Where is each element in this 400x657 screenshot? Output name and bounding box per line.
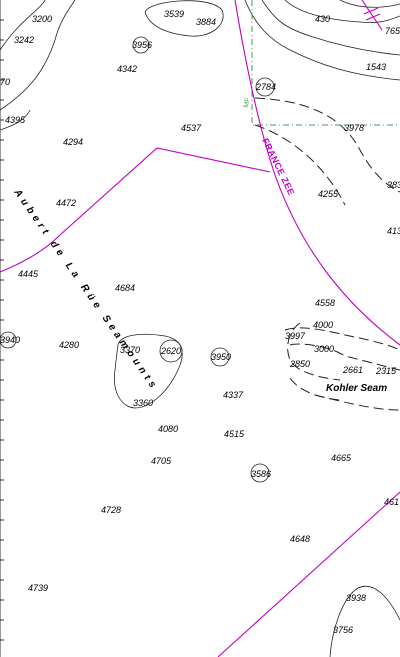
contour-west-left — [0, 109, 31, 131]
sounding: 3586 — [251, 469, 271, 479]
dashed-contour-northeast-2 — [254, 124, 346, 206]
sounding: 4705 — [151, 456, 172, 466]
dashed-contour-kohler-5 — [289, 377, 341, 401]
contour-south-hill — [329, 585, 400, 657]
sounding: 4255 — [318, 189, 339, 199]
sounding: 3242 — [14, 35, 34, 45]
peak-circle-2784 — [255, 77, 275, 97]
zee-boundary-arc — [234, 0, 400, 346]
kohler-seamount-label: Kohler Seam — [326, 383, 387, 394]
contour-northeast-3 — [284, 0, 400, 23]
mf-label: MF — [243, 97, 252, 108]
sounding: 4395 — [5, 115, 26, 125]
sounding: 4472 — [56, 198, 76, 208]
sounding: 4515 — [224, 429, 245, 439]
sounding: 3997 — [285, 331, 306, 341]
sounding: 430 — [315, 14, 330, 24]
sounding: 3978 — [344, 123, 364, 133]
boundary-mark-1 — [363, 7, 381, 21]
sounding: 4445 — [18, 269, 39, 279]
seamounts-label: Aubert de La Rüe Seamounts — [11, 187, 160, 394]
peak-circle-2620 — [159, 339, 183, 363]
dashed-contour-kohler-4 — [314, 394, 400, 411]
sounding: 3360 — [133, 398, 153, 408]
dashed-contour-kohler-2 — [284, 327, 400, 351]
sounding: 4294 — [63, 137, 83, 147]
sounding: 3756 — [333, 625, 353, 635]
sounding: 3940 — [0, 335, 20, 345]
sounding: 2315 — [375, 366, 397, 376]
sounding: 383 — [387, 180, 400, 190]
sounding: 3956 — [132, 40, 152, 50]
sounding: 2784 — [255, 82, 276, 92]
contour-west-ridge — [0, 0, 76, 111]
contour-north-hill — [144, 0, 224, 37]
sounding: 413 — [387, 226, 400, 236]
sounding: 4537 — [181, 123, 202, 133]
sounding: 70 — [0, 77, 10, 87]
sounding: 4739 — [28, 583, 48, 593]
peak-circle-3950 — [210, 347, 230, 367]
sounding: 4728 — [101, 505, 121, 515]
dashed-contour-kohler-1 — [287, 322, 341, 381]
sounding: 4342 — [117, 64, 137, 74]
sounding: 3884 — [196, 17, 216, 27]
sounding: 461 — [384, 497, 399, 507]
sounding: 3539 — [164, 9, 184, 19]
limit-line-green — [251, 0, 400, 126]
sounding: 2661 — [342, 365, 363, 375]
sounding: 4684 — [115, 283, 135, 293]
peak-circle-3956 — [132, 36, 150, 54]
zee-boundary-west — [0, 147, 271, 273]
sounding: 2620 — [160, 346, 181, 356]
zone-label: FRANCE ZEE — [260, 136, 296, 197]
sounding: 3000 — [314, 344, 334, 354]
sounding: 765 — [385, 26, 400, 36]
sounding: 3370 — [120, 345, 140, 355]
sounding: 4337 — [223, 390, 244, 400]
zee-boundary-south — [217, 491, 400, 657]
left-scale-ticks — [0, 0, 4, 657]
boundary-northeast-corner — [361, 0, 383, 31]
sounding: 4558 — [315, 298, 335, 308]
sounding: 4000 — [313, 320, 333, 330]
contour-northwest — [0, 0, 46, 51]
sounding: 3950 — [211, 352, 231, 362]
sounding: 3938 — [346, 593, 366, 603]
peak-circle-3586 — [250, 463, 270, 483]
sounding: 3200 — [32, 14, 52, 24]
sounding: 4665 — [331, 453, 352, 463]
sounding: 1543 — [366, 62, 386, 72]
contour-seamount-hill — [113, 333, 183, 409]
contour-northeast-4 — [339, 0, 400, 8]
peak-circle-3940 — [0, 331, 17, 349]
sounding: 4280 — [59, 340, 79, 350]
contour-northeast-2 — [261, 0, 400, 56]
sounding: 4080 — [158, 424, 178, 434]
contour-northeast-1 — [244, 0, 400, 81]
sounding: 4648 — [290, 534, 310, 544]
sounding: 2850 — [289, 359, 310, 369]
dashed-contour-northeast-1 — [254, 97, 400, 193]
